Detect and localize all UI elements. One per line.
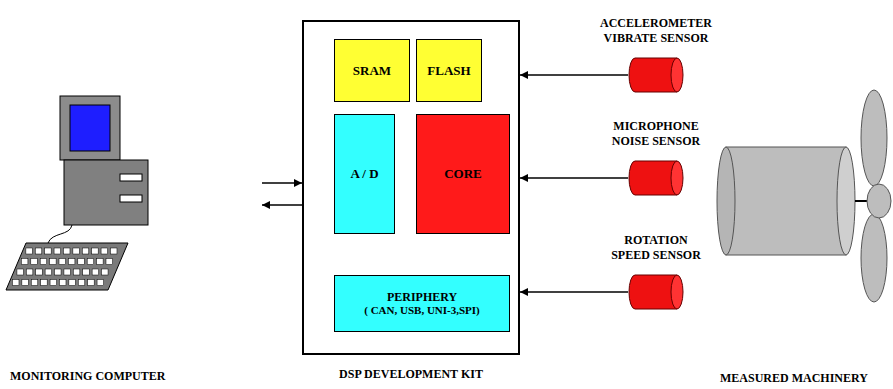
node-label: FLASH <box>427 63 470 79</box>
key <box>50 280 57 286</box>
core-block: CORE <box>416 114 510 234</box>
propeller-blade <box>861 90 887 186</box>
key <box>55 269 62 275</box>
dsp-kit-box: DSP DEVELOPMENT KITSRAMFLASHA / DCOREPER… <box>302 20 520 355</box>
key <box>40 259 47 265</box>
computer-illustration <box>6 96 148 290</box>
node-label: CORE <box>444 166 482 182</box>
signal-arrow <box>520 291 628 292</box>
key <box>21 259 28 265</box>
key <box>101 248 108 254</box>
memory-block: SRAM <box>334 39 410 102</box>
key <box>78 280 85 286</box>
key <box>26 248 33 254</box>
key <box>64 269 71 275</box>
key <box>73 248 80 254</box>
key <box>35 248 42 254</box>
sensor: ROTATION SPEED SENSOR <box>628 274 684 310</box>
drive-slot <box>120 195 142 202</box>
computer-node: MONITORING COMPUTER <box>4 95 262 389</box>
key <box>68 259 75 265</box>
machine-end <box>717 147 735 255</box>
signal-arrow <box>520 74 628 75</box>
periphery-block: PERIPHERY( CAN, USB, UNI-3,SPI) <box>334 275 510 332</box>
computer-case <box>64 160 148 225</box>
propeller-hub <box>867 184 891 218</box>
key <box>45 269 52 275</box>
monitor-screen <box>70 105 110 151</box>
key <box>22 280 29 286</box>
node-label: SRAM <box>353 63 391 79</box>
propeller-blade <box>861 214 887 302</box>
key <box>12 280 19 286</box>
node-label: ACCELEROMETER VIBRATE SENSOR <box>599 16 713 45</box>
machinery-illustration <box>717 90 891 302</box>
key <box>106 259 113 265</box>
key <box>88 280 95 286</box>
key <box>41 280 48 286</box>
machine-end <box>837 147 855 255</box>
memory-block: FLASH <box>416 39 482 102</box>
caption-label: MEASURED MACHINERY <box>720 371 868 385</box>
signal-arrow <box>262 204 302 205</box>
key <box>31 259 37 265</box>
key <box>69 280 76 286</box>
key <box>97 259 104 265</box>
key <box>59 280 66 286</box>
key <box>87 259 94 265</box>
signal-arrow <box>520 177 628 178</box>
node-label: MICROPHONE NOISE SENSOR <box>611 119 701 148</box>
key <box>54 248 61 254</box>
node-sublabel: ( CAN, USB, UNI-3,SPI) <box>364 304 480 317</box>
key <box>110 248 117 254</box>
drive-slot <box>120 174 142 181</box>
key <box>36 269 43 275</box>
node-label: PERIPHERY <box>387 290 457 304</box>
node-label: MONITORING COMPUTER <box>10 369 165 383</box>
key <box>45 248 52 254</box>
signal-arrow <box>262 182 302 183</box>
node-label: ROTATION SPEED SENSOR <box>610 233 702 262</box>
key <box>78 259 85 265</box>
keyboard <box>6 243 128 290</box>
key <box>83 269 90 275</box>
key <box>50 259 57 265</box>
key <box>73 269 80 275</box>
key <box>31 280 38 286</box>
sensor: ACCELEROMETER VIBRATE SENSOR <box>628 57 684 93</box>
sensor-cylinder <box>628 57 684 93</box>
key <box>92 269 99 275</box>
key <box>82 248 89 254</box>
sensor-cylinder <box>628 274 684 310</box>
key <box>102 269 109 275</box>
key <box>63 248 69 254</box>
monitor <box>60 96 120 160</box>
node-label: A / D <box>350 166 378 182</box>
sensor-cylinder <box>628 160 684 196</box>
key <box>59 259 66 265</box>
key <box>17 269 24 275</box>
sensor: MICROPHONE NOISE SENSOR <box>628 160 684 196</box>
keyboard-cable <box>48 225 72 243</box>
key <box>97 280 104 286</box>
node-label: DSP DEVELOPMENT KIT <box>339 367 483 381</box>
machine-body <box>726 147 846 255</box>
key <box>26 269 33 275</box>
converter-block: A / D <box>334 114 395 234</box>
keyboard-keys <box>12 248 117 286</box>
key <box>92 248 99 254</box>
